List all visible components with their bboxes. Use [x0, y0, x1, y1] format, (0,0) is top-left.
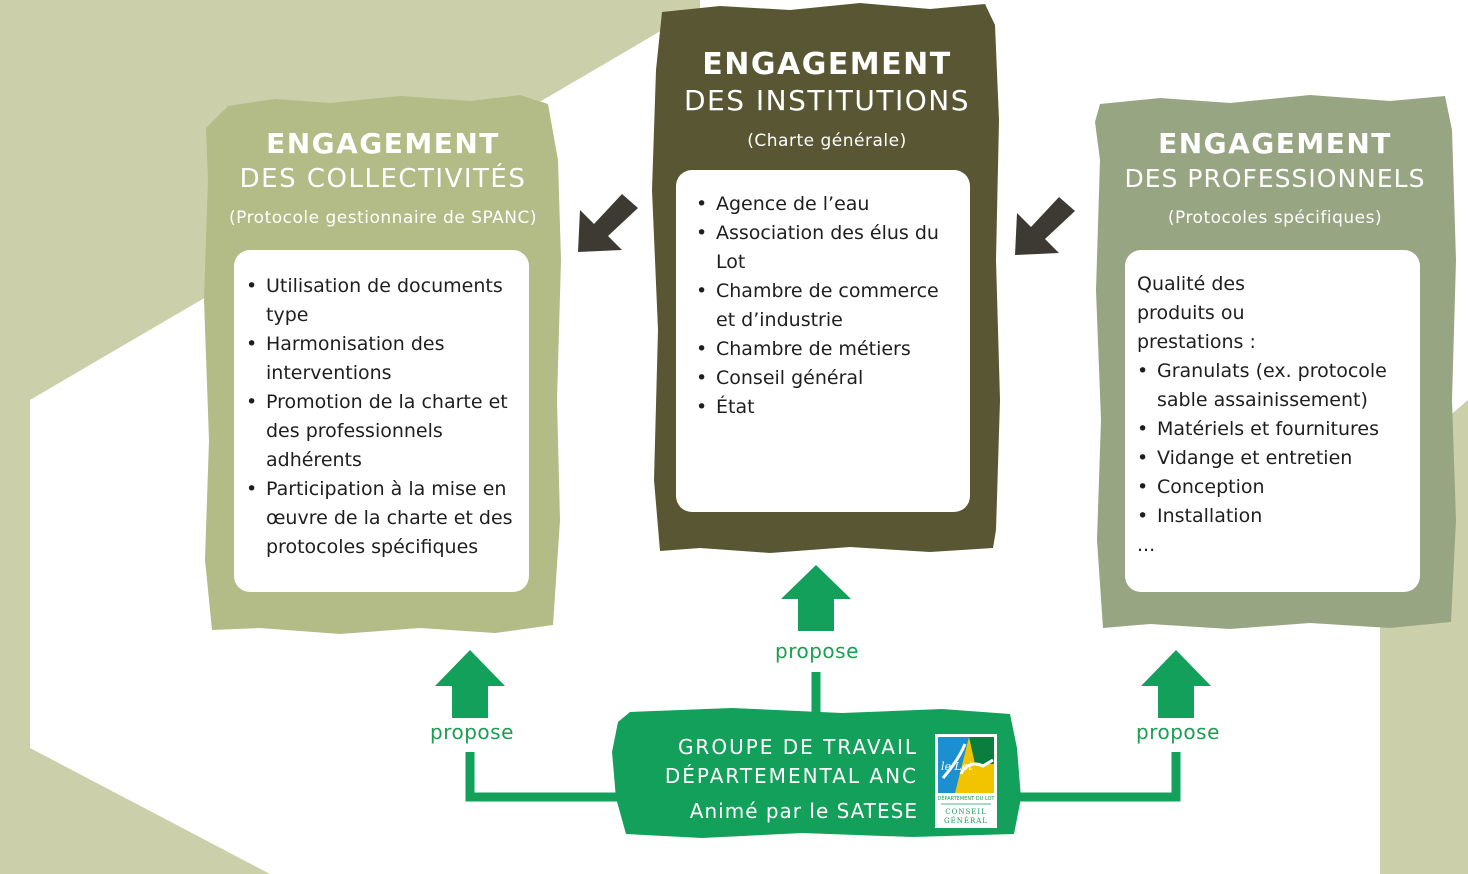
propose-label-left: propose	[430, 720, 514, 744]
institutions-note: (Charte générale)	[747, 131, 907, 151]
propose-label-center: propose	[775, 639, 859, 663]
professionnels-note: (Protocoles spécifiques)	[1167, 208, 1383, 228]
list-item: Agence de l’eau	[696, 190, 960, 219]
groupe-travail-bg	[612, 708, 1021, 838]
background-hexagon-left	[0, 0, 700, 874]
list-item: Installation	[1137, 502, 1414, 531]
arrow-up-icon	[1141, 650, 1211, 718]
collectivites-panel: ENGAGEMENT DES COLLECTIVITÉS (Protocole …	[205, 100, 561, 630]
list-item: Granulats (ex. protocole sable assainiss…	[1137, 357, 1414, 415]
groupe-travail-box: GROUPE DE TRAVAIL DÉPARTEMENTAL ANC Anim…	[612, 708, 1022, 838]
le-lot-logo: le Lot DÉPARTEMENT DU LOT CONSEIL GÉNÉRA…	[935, 734, 997, 828]
professionnels-intro: Qualité des produits ou prestations :	[1137, 273, 1256, 353]
connector-left	[465, 752, 620, 802]
list-item: Chambre de métiers	[696, 335, 960, 364]
list-item: Participation à la mise en œuvre de la c…	[246, 475, 519, 562]
arrow-up-icon	[781, 565, 851, 631]
institutions-list: Agence de l’eau Association des élus du …	[696, 190, 960, 422]
institutions-subtitle: DES INSTITUTIONS	[684, 84, 970, 117]
logo-brand-text: le Lot	[941, 760, 973, 773]
list-item: Promotion de la charte et des profession…	[246, 388, 519, 475]
professionnels-title: ENGAGEMENT	[1158, 127, 1392, 160]
arrow-down-left-icon	[1015, 197, 1075, 255]
collectivites-subtitle: DES COLLECTIVITÉS	[239, 164, 527, 194]
arrow-down-left-icon	[578, 194, 638, 252]
le-lot-logo-mark: le Lot DÉPARTEMENT DU LOT CONSEIL GÉNÉRA…	[937, 737, 995, 825]
connector-right	[1010, 752, 1181, 802]
list-item: Chambre de commerce et d’industrie	[696, 277, 960, 335]
professionnels-subtitle: DES PROFESSIONNELS	[1124, 164, 1426, 193]
list-item: Conseil général	[696, 364, 960, 393]
collectivites-title: ENGAGEMENT	[266, 127, 500, 160]
professionnels-panel: ENGAGEMENT DES PROFESSIONNELS (Protocole…	[1096, 100, 1454, 630]
institutions-panel: ENGAGEMENT DES INSTITUTIONS (Charte géné…	[655, 8, 999, 553]
list-item: Vidange et entretien	[1137, 444, 1414, 473]
list-item: Matériels et fournitures	[1137, 415, 1414, 444]
professionnels-ellipsis: ...	[1137, 534, 1156, 556]
groupe-travail-line3: Animé par le SATESE	[689, 799, 918, 823]
collectivites-note: (Protocole gestionnaire de SPANC)	[228, 208, 538, 228]
list-item: Association des élus du Lot	[696, 219, 960, 277]
professionnels-list: Granulats (ex. protocole sable assainiss…	[1137, 357, 1414, 531]
logo-line3: GÉNÉRAL	[944, 816, 988, 825]
arrow-up-icon	[435, 650, 505, 718]
list-item: Utilisation de documents type	[246, 272, 519, 330]
collectivites-list-box: Utilisation de documents type Harmonisat…	[234, 250, 529, 592]
groupe-travail-line1: GROUPE DE TRAVAIL	[677, 735, 918, 759]
list-item: État	[696, 393, 960, 422]
groupe-travail-line2: DÉPARTEMENTAL ANC	[664, 764, 918, 788]
logo-line2: CONSEIL	[945, 808, 987, 816]
professionnels-list-box: Qualité des produits ou prestations : Gr…	[1125, 250, 1420, 592]
institutions-list-box: Agence de l’eau Association des élus du …	[676, 170, 970, 512]
groupe-travail-text: GROUPE DE TRAVAIL DÉPARTEMENTAL ANC Anim…	[665, 733, 918, 826]
collectivites-list: Utilisation de documents type Harmonisat…	[246, 272, 519, 562]
list-item: Harmonisation des interventions	[246, 330, 519, 388]
institutions-title: ENGAGEMENT	[702, 47, 952, 82]
propose-label-right: propose	[1136, 720, 1220, 744]
logo-line1: DÉPARTEMENT DU LOT	[937, 794, 995, 802]
list-item: Conception	[1137, 473, 1414, 502]
